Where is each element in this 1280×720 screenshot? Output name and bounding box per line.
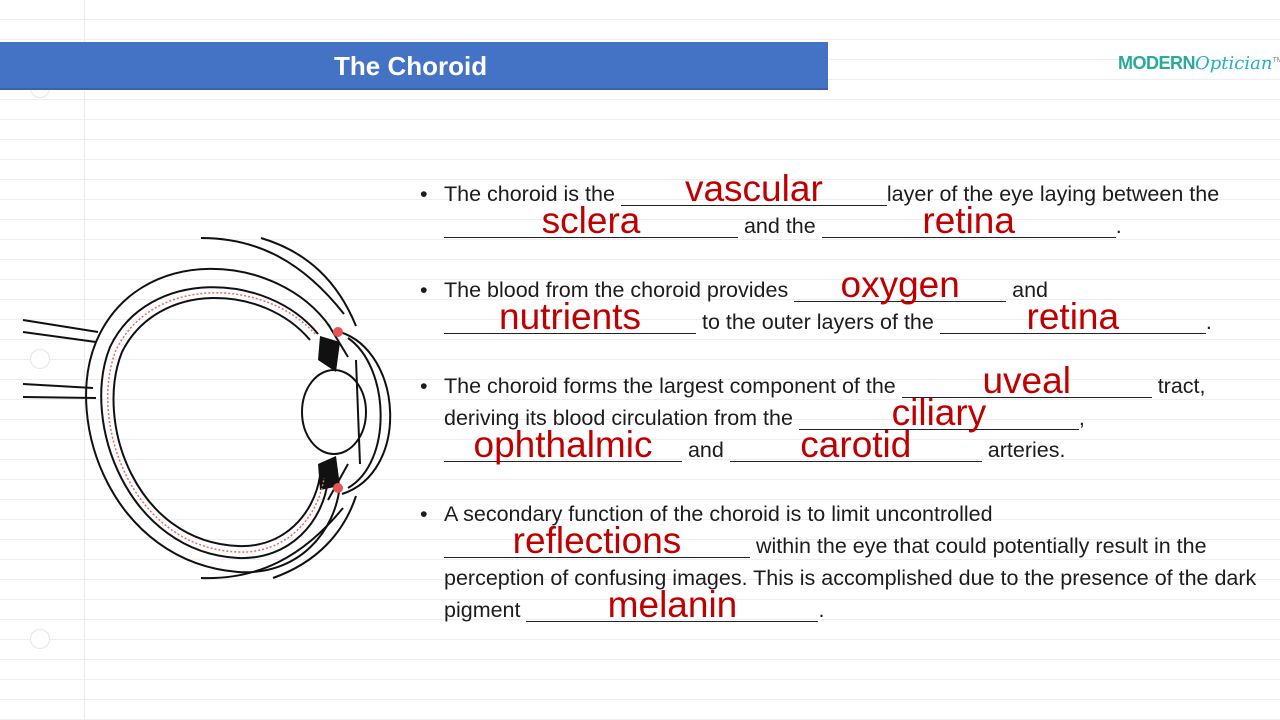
blank-answer: melanin <box>607 584 738 625</box>
bullet-text: . <box>1115 214 1122 238</box>
fill-blank: retina <box>821 201 1116 241</box>
blank-answer: ophthalmic <box>473 424 653 465</box>
bullet-text: tract, deriving its blood circulation fr… <box>444 374 1206 430</box>
bullet-text: The choroid is the <box>444 182 621 206</box>
bullet-text: to the outer layers of the <box>696 310 940 334</box>
bullet-text: within the eye that could potentially re… <box>444 534 1257 622</box>
bullet-item: • The choroid forms the largest componen… <box>420 361 1270 466</box>
bullet-dot: • <box>420 502 428 526</box>
bullet-item: • The choroid is the vascular layer of th… <box>420 169 1270 242</box>
fill-blank: uveal <box>901 361 1152 401</box>
worksheet-content: • The choroid is the vascular layer of th… <box>420 169 1270 658</box>
blank-answer: ciliary <box>891 392 987 433</box>
bullet-text: The blood from the choroid provides <box>444 278 795 302</box>
slide-title: The Choroid <box>0 42 828 90</box>
fill-blank: melanin <box>526 585 819 625</box>
fill-blank: vascular <box>620 169 887 209</box>
logo-trademark: TM <box>1272 57 1280 64</box>
binder-hole <box>30 349 50 369</box>
logo-modern: MODERN <box>1118 53 1196 73</box>
blank-answer: vascular <box>684 168 823 209</box>
bullet-item: • A secondary function of the choroid is… <box>420 498 1270 626</box>
logo-optician: Optician <box>1195 53 1273 74</box>
fill-blank: nutrients <box>444 297 696 337</box>
bullet-text: . <box>818 598 825 622</box>
bullet-text: arteries. <box>981 438 1066 462</box>
bullet-text: and the <box>738 214 822 238</box>
fill-blank: ciliary <box>798 393 1079 433</box>
bullet-text: layer of the eye laying between the <box>886 182 1220 206</box>
bullet-text: , <box>1078 406 1085 430</box>
bullet-text: and <box>1006 278 1049 302</box>
fill-blank: sclera <box>444 201 738 241</box>
fill-blank: retina <box>939 297 1206 337</box>
fill-blank: reflections <box>444 521 750 561</box>
bullet-dot: • <box>420 374 428 398</box>
bullet-text: A secondary function of the choroid is t… <box>444 502 993 526</box>
binder-hole <box>30 629 50 649</box>
blank-answer: sclera <box>541 200 641 241</box>
modern-optician-logo: MODERNOpticianTM <box>1118 44 1280 81</box>
eye-cross-section-diagram <box>22 237 392 580</box>
margin-line <box>84 0 85 720</box>
bullet-item: • The blood from the choroid provides ox… <box>420 265 1270 338</box>
blank-answer: retina <box>922 200 1015 241</box>
fill-blank: oxygen <box>794 265 1007 305</box>
bullet-text: The choroid forms the largest component … <box>444 374 902 398</box>
fill-blank: ophthalmic <box>444 425 682 465</box>
bullet-text: and <box>682 438 730 462</box>
bullet-dot: • <box>420 182 428 206</box>
bullet-dot: • <box>420 278 428 302</box>
blank-answer: oxygen <box>840 264 960 305</box>
fill-blank: carotid <box>729 425 982 465</box>
blank-answer: nutrients <box>499 296 641 337</box>
blank-answer: reflections <box>512 520 682 561</box>
bullet-text: . <box>1205 310 1212 334</box>
blank-answer: retina <box>1026 296 1120 337</box>
blank-answer: uveal <box>982 360 1071 401</box>
blank-answer: carotid <box>800 424 912 465</box>
